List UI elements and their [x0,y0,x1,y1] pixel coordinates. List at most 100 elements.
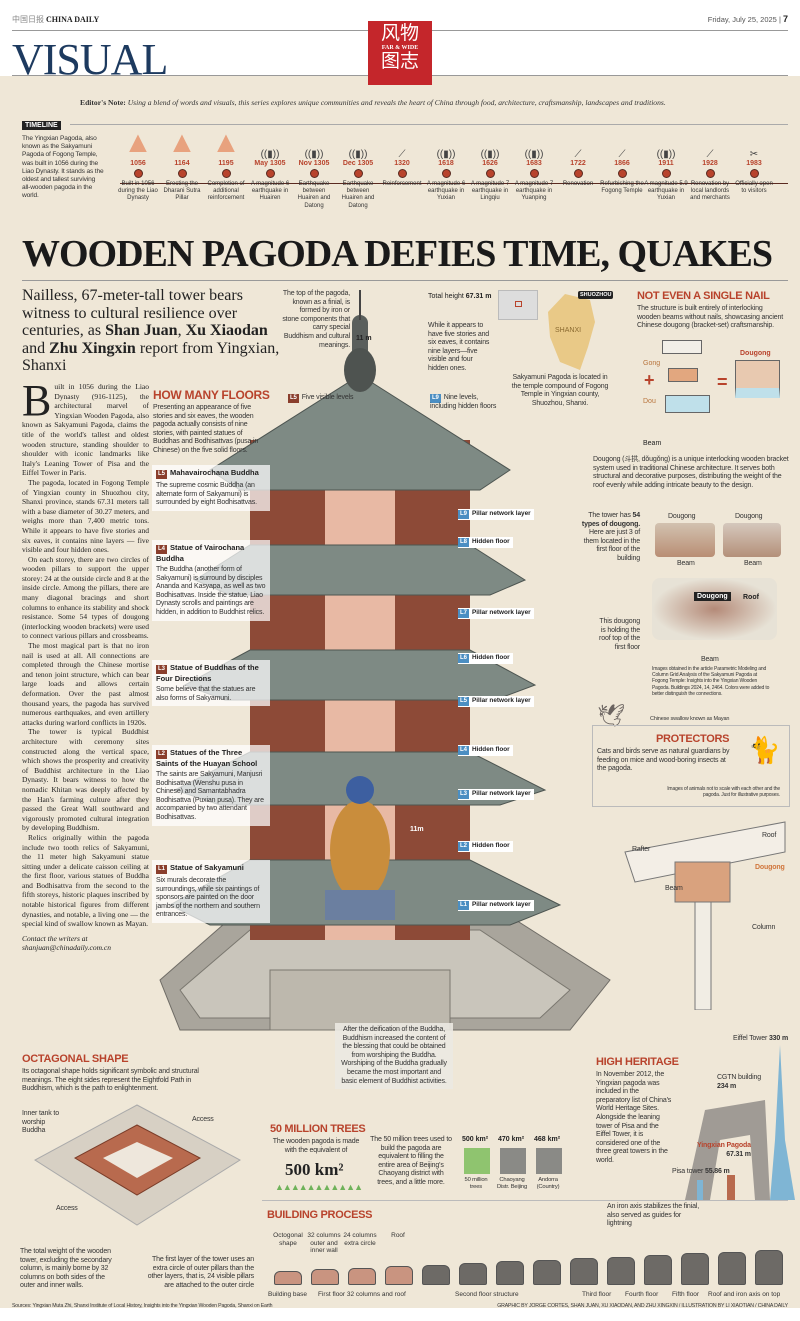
timeline-year: Nov 1305 [298,160,330,167]
area-value: 468 km² [534,1136,561,1143]
eiffel-label: Eiffel Tower 330 m [733,1035,788,1044]
timeline-year: May 1305 [254,160,286,167]
paragraph: Relics originally within the pagoda incl… [22,832,149,929]
beam-label: Beam [744,560,762,567]
deck: Nailless, 67-meter-tall tower bears witn… [22,287,284,375]
access-label: Access [56,1205,78,1212]
dougong-label: Dougong [735,513,763,520]
dou-block [668,368,698,382]
access-label: Access [192,1116,214,1123]
process-model [274,1271,302,1285]
level-tag: L3 [458,790,470,799]
paragraph: On each storey, there are two circles of… [22,554,149,641]
axis-note: An iron axis stabilizes the finial, also… [607,1203,700,1228]
contact-line: Contact the writers at shanjuan@chinadai… [22,933,111,953]
timeline-year: 1056 [130,160,146,167]
drop-cap: B [22,376,52,425]
level-tag: L2 [458,842,470,851]
floor-level-text: The supreme cosmic Buddha (an alternate … [156,482,257,507]
rule [22,280,788,281]
author: Xu Xiaodan [185,322,268,339]
author: Shan Juan [105,322,178,339]
timeline-year: 1164 [174,160,190,167]
tower-height: 67.31 m [726,1150,751,1158]
process-stage: Second floor structure [455,1291,519,1298]
timeline-intro: The Yingxian Pagoda, also known as the S… [22,135,104,200]
earthquake-icon: ((▮)) [524,149,544,160]
framing-detail [624,821,786,1010]
protectors-text: Cats and birds serve as natural guardian… [597,748,730,773]
tower-height: 330 m [768,1035,789,1042]
level-tag: L2 [156,750,168,759]
paragraph: uilt in 1056 during the Liao Dynasty (91… [22,382,149,478]
level-tag: L4 [156,545,168,554]
process-stage: Third floor [582,1291,612,1298]
legend-text: Nine levels, including hidden floors [430,394,497,410]
area-label: 50 million trees [464,1177,488,1190]
pagoda-icon: ▲ [167,126,197,159]
legend-text: Five visible levels [301,394,354,401]
paragraph: The tower is typical Buddhist architectu… [22,727,149,833]
equals-sign: = [717,372,728,392]
process-stage: Fourth floor [625,1291,659,1298]
dougong-types-note: The tower has 54 types of dougong. Here … [580,512,640,564]
timeline-year: 1866 [614,160,630,167]
dougong-description: Dougong (斗拱, dǒugǒng) is a unique interl… [593,456,789,489]
level-tag: L5 [458,697,470,706]
timeline-dot [133,169,143,178]
floor-level-text: Six murals decorate the surroundings, wh… [156,877,260,919]
timeline-year: 1928 [702,160,718,167]
masthead: 中国日报 CHINA DAILY [12,14,99,25]
layer-name: Pillar network layer [472,790,531,797]
swallow-caption: Chinese swallow known as Mayan [650,716,730,722]
deck-text: Nailless, 67-meter-tall tower bears witn… [22,287,243,339]
timeline-dot [705,169,715,178]
china-map [498,290,538,320]
deification-note: After the deification of the Buddha, Bud… [335,1023,453,1090]
layer-name: Hidden floor [472,654,510,661]
tower-height: 234 m [717,1082,737,1090]
dougong-type-3 [652,578,777,640]
level-title: Statue of Sakyamuni [170,863,244,872]
text-bold: 54 types of dougong. [581,512,640,528]
trees-area: 500 km² [285,1160,344,1179]
timeline-dot [573,169,583,178]
area-value: 470 km² [498,1136,525,1143]
area-value: 500 km² [462,1136,489,1143]
earthquake-icon: ((▮)) [348,149,368,160]
level-tag: L3 [156,665,168,674]
logo-chinese-bottom: 图志 [380,51,419,72]
process-model [755,1250,783,1285]
beam-label: Beam [643,440,662,447]
beam-icon: ⟋ [398,149,406,160]
paper-name: CHINA DAILY [46,15,100,24]
deck-text: report from Yingxian, Shanxi [22,339,280,375]
nail-title: NOT EVEN A SINGLE NAIL [637,290,770,302]
dougong-badge: Dougong [694,592,731,601]
timeline-year: 1320 [394,160,410,167]
timeline-year: Dec 1305 [342,160,374,167]
masthead-chinese-icon: 中国日报 [12,15,46,24]
level-tag: L5 [156,470,168,479]
map-caption: Sakyamuni Pagoda is located in the templ… [511,374,609,407]
timeline-caption: A magnitude 5.9 earthquake in Yuxian [644,181,688,202]
timeline-label: TIMELINE [22,121,61,130]
process-stage: Fifth floor [672,1291,700,1298]
logo-chinese-top: 风物 [380,23,419,44]
